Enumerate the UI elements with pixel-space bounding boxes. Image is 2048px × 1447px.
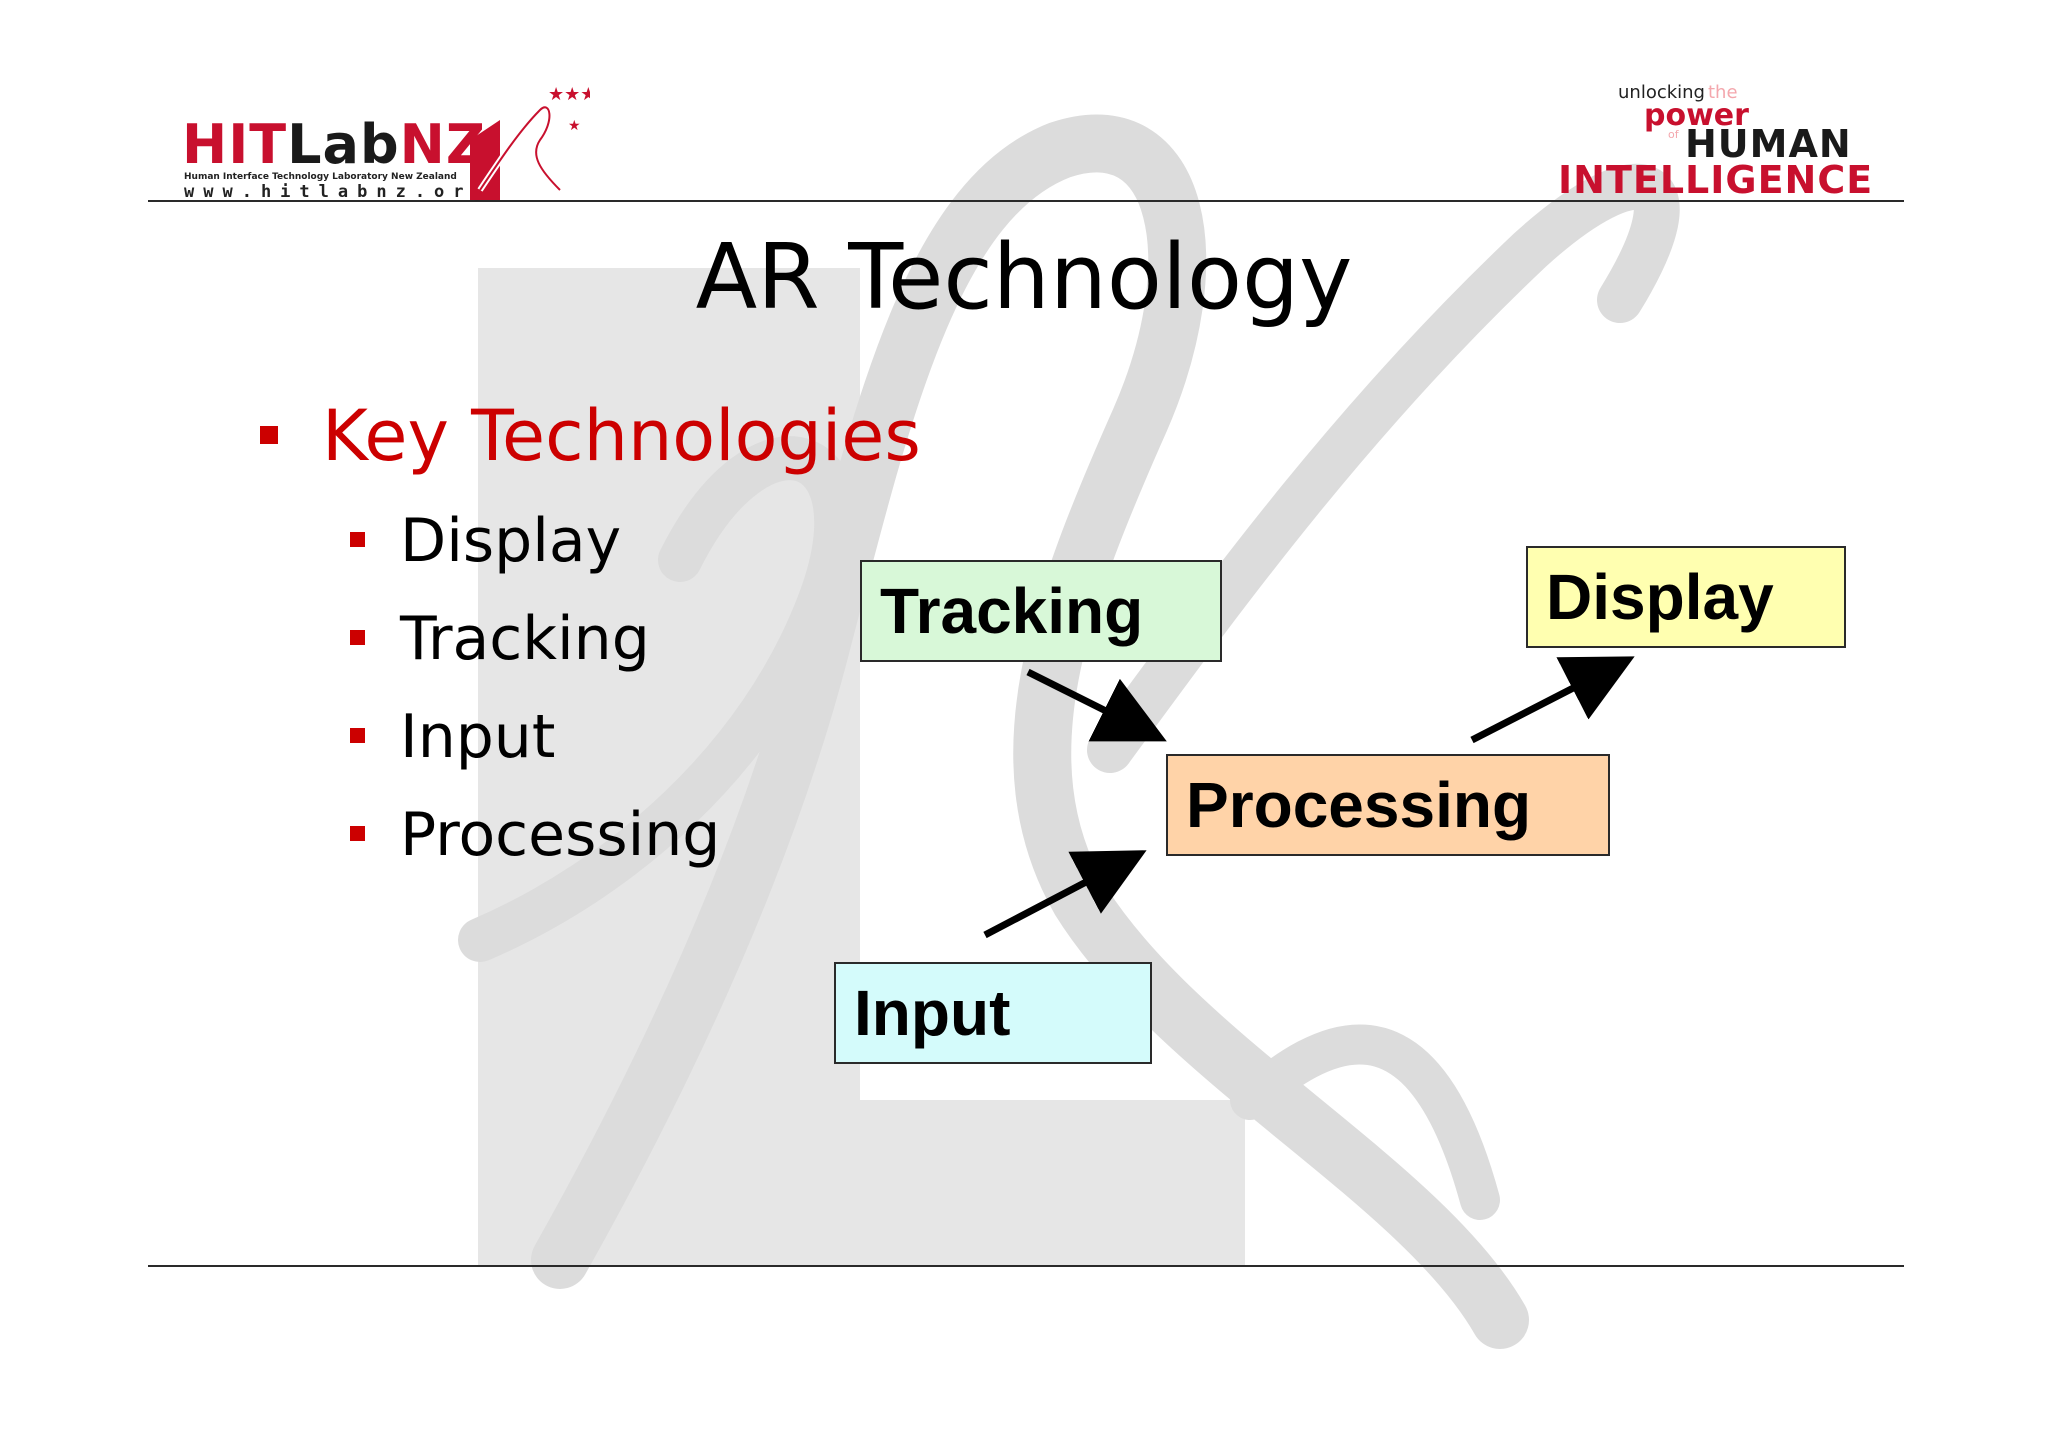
- node-input: Input: [834, 962, 1152, 1064]
- bullet-square-icon: [350, 630, 365, 645]
- svg-text:★: ★: [568, 118, 581, 134]
- bullet-square-icon: [350, 532, 365, 547]
- node-processing-label: Processing: [1186, 769, 1532, 841]
- logo-lab-text: Lab: [287, 113, 400, 176]
- node-tracking: Tracking: [860, 560, 1222, 662]
- sub-bullet-label: Display: [400, 506, 622, 576]
- node-processing: Processing: [1166, 754, 1610, 856]
- node-input-label: Input: [854, 977, 1011, 1049]
- svg-text:★★★: ★★★: [548, 84, 590, 105]
- tagline-intelligence: INTELLIGENCE: [1558, 158, 1874, 202]
- bullet-square-icon: [350, 826, 365, 841]
- logo-kiwi-emblem-icon: ★★★ ★: [470, 84, 590, 200]
- footer-rule: [148, 1265, 1904, 1267]
- tagline-the: the: [1708, 82, 1738, 103]
- node-tracking-label: Tracking: [880, 575, 1144, 647]
- tagline-human: HUMAN: [1685, 122, 1852, 166]
- tagline-unlocking: unlocking: [1618, 82, 1705, 103]
- tagline-of: of: [1668, 128, 1679, 141]
- tagline-power: power: [1644, 98, 1749, 133]
- bullet-square-icon: [260, 426, 278, 444]
- bullet-square-icon: [350, 728, 365, 743]
- hitlabnz-logo: HITLabNZ Human Interface Technology Labo…: [160, 80, 600, 205]
- sub-bullet-label: Processing: [400, 800, 721, 870]
- node-display-label: Display: [1546, 561, 1774, 633]
- bullet-key-technologies-label: Key Technologies: [322, 395, 921, 477]
- logo-subtitle: Human Interface Technology Laboratory Ne…: [184, 172, 457, 182]
- header-rule: [148, 200, 1904, 202]
- unlocking-human-intelligence-logo: unlocking the power of HUMAN INTELLIGENC…: [1540, 78, 1920, 203]
- arrow-processing-to-display: [1470, 656, 1635, 744]
- arrow-tracking-to-processing: [1026, 668, 1167, 742]
- sub-bullet-label: Input: [400, 702, 556, 772]
- slide-title: AR Technology: [695, 225, 1353, 330]
- logo-url: www.hitlabnz.org: [184, 182, 492, 202]
- arrow-input-to-processing: [983, 850, 1147, 939]
- node-display: Display: [1526, 546, 1846, 648]
- logo-hit-text: HIT: [182, 113, 288, 176]
- sub-bullet-label: Tracking: [400, 604, 650, 674]
